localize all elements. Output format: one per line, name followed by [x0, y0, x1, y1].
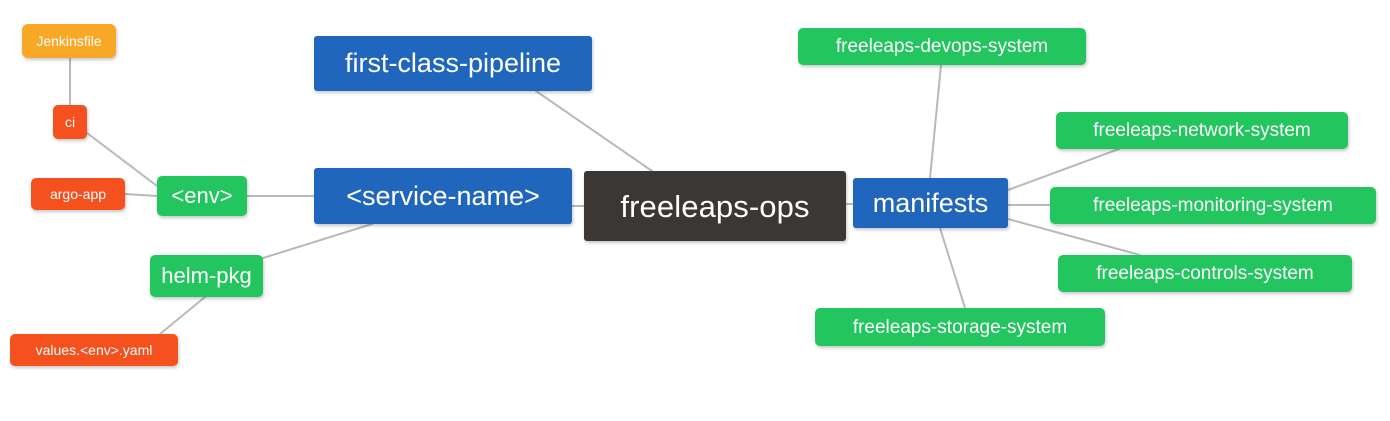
- edge-manifests-to-freeleaps-storage-system: [939, 227, 966, 309]
- node-argo-app[interactable]: argo-app: [31, 178, 125, 210]
- node-helm-pkg[interactable]: helm-pkg: [150, 255, 263, 297]
- node-freeleaps-controls-system[interactable]: freeleaps-controls-system: [1058, 255, 1352, 292]
- node-freeleaps-monitoring-system[interactable]: freeleaps-monitoring-system: [1050, 187, 1376, 224]
- node-freeleaps-network-system[interactable]: freeleaps-network-system: [1056, 112, 1348, 149]
- node-service-name[interactable]: <service-name>: [314, 168, 572, 224]
- node-freeleaps-ops[interactable]: freeleaps-ops: [584, 171, 846, 241]
- edge-manifests-to-freeleaps-network-system: [1007, 148, 1120, 191]
- node-freeleaps-storage-system[interactable]: freeleaps-storage-system: [815, 308, 1105, 346]
- edge-manifests-to-freeleaps-devops-system: [929, 64, 942, 179]
- edge-argo-app-to-env: [124, 193, 158, 197]
- edge-manifests-to-freeleaps-controls-system: [1007, 218, 1141, 256]
- edge-first-class-pipeline-to-freeleaps-ops: [535, 90, 653, 172]
- node-env[interactable]: <env>: [157, 176, 247, 216]
- node-values-yaml[interactable]: values.<env>.yaml: [10, 334, 178, 366]
- edge-helm-pkg-to-service-name: [262, 223, 373, 259]
- node-ci[interactable]: ci: [53, 105, 87, 139]
- edge-values-yaml-to-helm-pkg: [159, 296, 206, 335]
- node-jenkinsfile[interactable]: Jenkinsfile: [22, 24, 116, 58]
- node-manifests[interactable]: manifests: [853, 178, 1008, 228]
- node-first-class-pipeline[interactable]: first-class-pipeline: [314, 36, 592, 91]
- node-freeleaps-devops-system[interactable]: freeleaps-devops-system: [798, 28, 1086, 65]
